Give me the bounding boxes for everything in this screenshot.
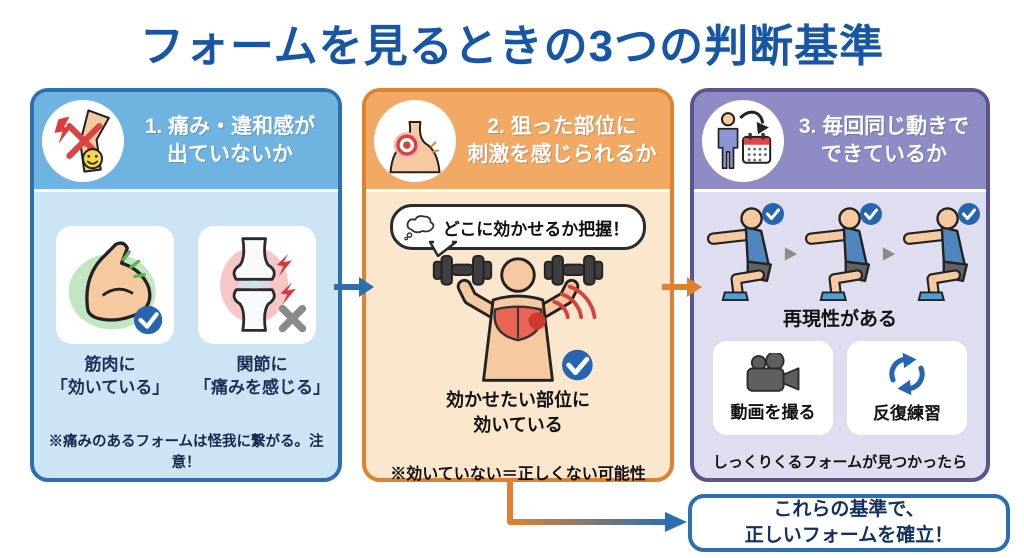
panel-1-heading: 1. 痛み・違和感が 出ていないか [144, 115, 316, 166]
panel-target-stimulus: 2. 狙った部位に 刺激を感じられるか どこに効かせるか把握！ [362, 88, 674, 483]
connector-to-conclusion-icon [507, 482, 687, 532]
knee-pain-icon [42, 99, 124, 182]
panel-2-header: 2. 狙った部位に 刺激を感じられるか [366, 92, 670, 192]
conclusion-box: これらの基準で、 正しいフォームを確立！ [688, 494, 1010, 552]
muscle-card-label: 筋肉に 「効いている」 [50, 355, 170, 397]
squat-sequence [694, 192, 986, 302]
panel-3-body: 再現性がある 動画を撮る [694, 192, 986, 480]
repeat-card-label: 反復練習 [873, 404, 941, 423]
bicep-check-icon [68, 241, 163, 335]
panel-3-note: しっくりくるフォームが見つかったら [712, 454, 968, 471]
muscle-card [56, 226, 174, 344]
repeat-calendar-icon [702, 99, 784, 182]
panel-1-header: 1. 痛み・違和感が 出ていないか [34, 92, 338, 192]
thought-bubble-text: どこに効かせるか把握！ [442, 219, 630, 239]
check-badge [761, 202, 785, 231]
squat-figure [801, 203, 882, 302]
panel-2-heading: 2. 狙った部位に 刺激を感じられるか [467, 115, 657, 166]
video-camera-icon [746, 353, 800, 392]
joint-pain-x-icon [220, 237, 307, 333]
panel-2-body: どこに効かせるか把握！ [366, 204, 670, 492]
arrow-panel2-to-panel3-icon [662, 277, 702, 297]
squat-figure [703, 203, 784, 302]
check-badge [957, 202, 981, 231]
refresh-icon [889, 352, 925, 396]
repeat-card: 反復練習 [847, 341, 967, 435]
arrow-panel1-to-panel2-icon [334, 277, 374, 297]
panel-3-heading: 3. 毎回同じ動きで できているか [798, 115, 970, 166]
chest-target-icon [374, 99, 456, 182]
video-card: 動画を撮る [713, 341, 833, 435]
conclusion-text: これらの基準で、 正しいフォームを確立！ [744, 499, 954, 546]
panel-2-caption: 効かせたい部位に 効いている [446, 390, 590, 436]
panel-3-caption: 再現性がある [782, 309, 897, 330]
panel-1-body: 筋肉に 「効いている」 関節に 「痛みを感じる」 ※痛みのあるフォームは怪我に繋… [34, 192, 338, 480]
thought-bubble: どこに効かせるか把握！ [389, 204, 647, 258]
panel-2-note: ※効いていない＝正しくない可能性 [390, 466, 646, 483]
thought-cloud-icon [404, 215, 435, 241]
joint-card [198, 226, 316, 344]
joint-card-label: 関節に 「痛みを感じる」 [194, 355, 330, 397]
panel-3-header: 3. 毎回同じ動きで できているか [694, 92, 986, 192]
dumbbell-press-figure [366, 254, 670, 388]
panel-consistency: 3. 毎回同じ動きで できているか [690, 88, 990, 482]
panel-1-note: ※痛みのあるフォームは怪我に繋がる。注意！ [48, 434, 324, 471]
next-arrow-icon [882, 247, 896, 261]
squat-figure [899, 203, 980, 302]
video-card-label: 動画を撮る [730, 403, 816, 422]
check-badge [859, 202, 883, 231]
next-arrow-icon [784, 247, 798, 261]
bubble-tail [428, 239, 457, 262]
page-title: フォームを見るときの3つの判断基準 [139, 22, 885, 71]
panel-pain-check: 1. 痛み・違和感が 出ていないか [30, 88, 342, 482]
